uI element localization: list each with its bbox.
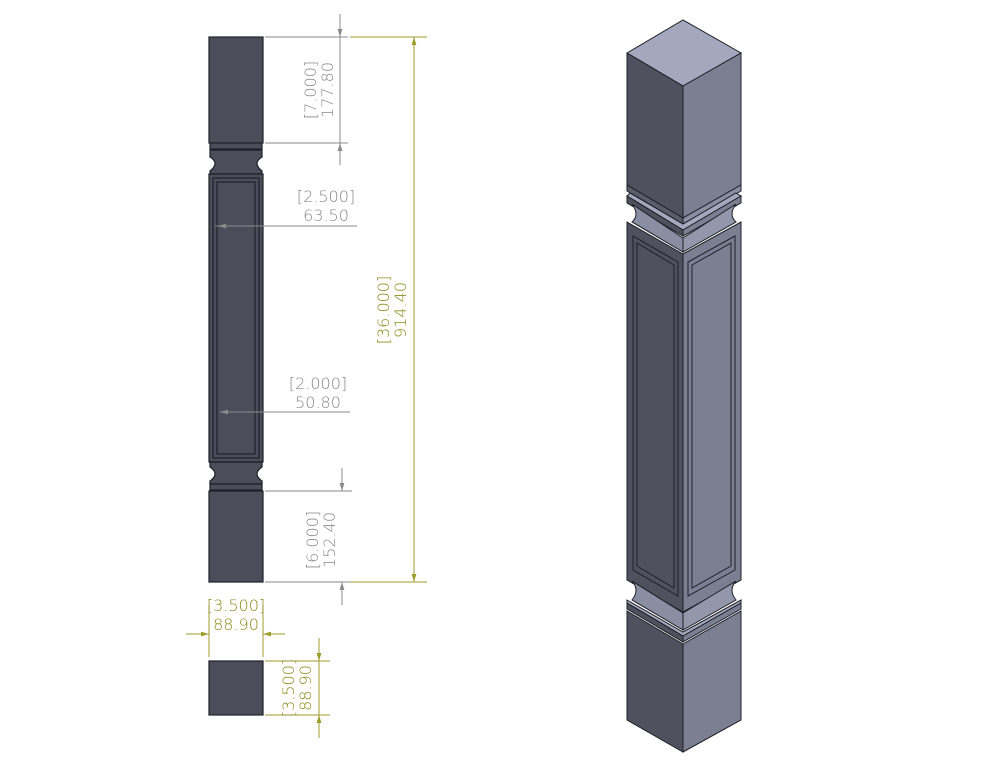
panel-outline-inner [216, 181, 256, 455]
dim-panel-inner-mm: 50.80 [295, 393, 341, 412]
dimension-labels: [7.000] 177.80 [2.500] 63.50 [2.000] 50.… [207, 61, 410, 717]
dim-section-depth-mm: 88.90 [296, 665, 315, 711]
upper-collar-ring [209, 142, 263, 150]
iso-bottom-block-right [682, 610, 742, 753]
dim-bottom-block-inch: [6.000] [303, 511, 322, 569]
dim-section-depth-inch: [3.500] [279, 659, 298, 717]
dim-bottom-block-mm: 152.40 [320, 512, 339, 568]
bottom-block [208, 490, 264, 583]
top-block [208, 36, 264, 144]
dim-overall-mm: 914.40 [391, 282, 410, 338]
iso-panel-right [682, 221, 742, 613]
panel-outline-outer [212, 177, 260, 459]
lower-collar-ring [209, 483, 263, 491]
dim-section-width-mm: 88.90 [213, 615, 259, 634]
lower-neck [209, 461, 263, 485]
dim-section-width-inch: [3.500] [207, 596, 265, 615]
dim-top-block-inch: [7.000] [301, 61, 320, 119]
front-view [208, 36, 264, 716]
dim-top-block-mm: 177.80 [318, 62, 337, 118]
section-square [208, 660, 264, 716]
olive-dimension-lines [186, 36, 427, 738]
dim-overall-inch: [36.000] [374, 276, 393, 344]
isometric-view [626, 19, 743, 753]
dim-panel-inner-inch: [2.000] [289, 374, 347, 393]
upper-neck [209, 149, 263, 175]
grey-dimension-lines [215, 14, 357, 605]
dim-panel-outer-mm: 63.50 [303, 206, 349, 225]
dim-panel-outer-inch: [2.500] [297, 187, 355, 206]
iso-panel-left [626, 221, 684, 613]
panel-section [208, 173, 264, 463]
